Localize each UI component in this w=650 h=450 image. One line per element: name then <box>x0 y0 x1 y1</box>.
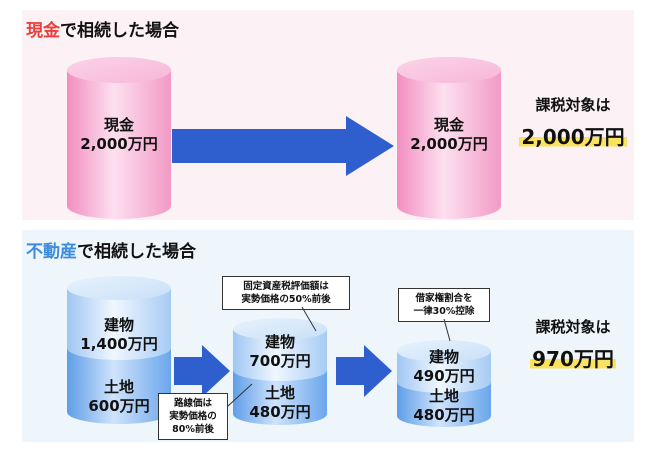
land-final-label: 土地 480万円 <box>396 387 492 425</box>
land-segment-valued <box>233 370 327 425</box>
cash-before-name: 現金 <box>103 116 134 134</box>
realestate-result-label: 課税対象は <box>535 318 611 336</box>
callout-lease-line-2: 一律30%控除 <box>413 306 475 317</box>
callout-lease-line-1: 借家権割合を <box>415 293 473 304</box>
callout-land-pointer <box>227 383 253 407</box>
land-original-label: 土地 600万円 <box>66 378 172 416</box>
building-valued-label: 建物 700万円 <box>232 333 328 371</box>
callout-land-line-2: 実勢価格の <box>169 411 217 422</box>
building-final-amount: 490万円 <box>413 367 475 385</box>
cash-after-amount: 2,000万円 <box>410 135 488 153</box>
cash-result-label: 課税対象は <box>535 96 611 114</box>
land-valued-amount: 480万円 <box>249 403 311 421</box>
land-original-name: 土地 <box>103 378 134 396</box>
cash-cylinder-before <box>67 57 171 219</box>
building-original-amount: 1,400万円 <box>80 335 158 353</box>
realestate-arrow-2 <box>336 345 392 397</box>
callout-building-assessment: 固定資産税評価額は 実勢価格の50%前後 <box>222 276 350 310</box>
cash-before-amount: 2,000万円 <box>80 135 158 153</box>
callout-land-line-3: 80%前後 <box>172 424 214 435</box>
cash-result-value: 2,000万円 <box>519 121 627 150</box>
callout-lease-deduction: 借家権割合を 一律30%控除 <box>398 288 490 322</box>
realestate-heading-rest: で相続した場合 <box>77 242 196 262</box>
realestate-stack-valued <box>233 318 327 425</box>
realestate-arrow-1 <box>174 345 230 397</box>
land-segment-original <box>67 348 171 424</box>
land-valued-name: 土地 <box>264 384 295 402</box>
building-original-name: 建物 <box>103 316 134 334</box>
land-final-amount: 480万円 <box>413 406 475 424</box>
cash-section-heading: 現金で相続した場合 <box>26 16 179 41</box>
building-valued-amount: 700万円 <box>249 352 311 370</box>
cash-after-name: 現金 <box>433 116 464 134</box>
land-final-name: 土地 <box>428 387 459 405</box>
cash-arrow <box>172 116 394 176</box>
realestate-stack-final <box>397 340 491 427</box>
cash-heading-highlight: 現金 <box>26 21 60 41</box>
building-final-label: 建物 490万円 <box>396 348 492 386</box>
callout-building-line-2: 実勢価格の50%前後 <box>241 294 331 305</box>
land-segment-final <box>397 382 491 427</box>
cash-cylinder-after <box>397 57 501 219</box>
realestate-result-value: 970万円 <box>530 343 616 372</box>
building-segment-final <box>397 351 491 393</box>
building-segment-valued <box>233 329 327 381</box>
cash-heading-rest: で相続した場合 <box>60 21 179 41</box>
callout-lease-pointer <box>443 318 451 342</box>
cash-cylinder-before-label: 現金 2,000万円 <box>66 116 172 154</box>
callout-building-line-1: 固定資産税評価額は <box>243 281 329 292</box>
building-segment-original <box>67 288 171 360</box>
realestate-stack-original <box>67 276 171 424</box>
building-original-label: 建物 1,400万円 <box>66 316 172 354</box>
callout-land-line-1: 路線価は <box>173 398 212 409</box>
building-valued-name: 建物 <box>264 333 295 351</box>
callout-building-pointer <box>301 306 317 332</box>
callout-land-route-price: 路線価は 実勢価格の 80%前後 <box>158 393 228 440</box>
land-valued-label: 土地 480万円 <box>232 384 328 422</box>
realestate-section-heading: 不動産で相続した場合 <box>26 237 196 262</box>
realestate-taxable-result: 課税対象は 970万円 <box>514 316 632 372</box>
realestate-heading-highlight: 不動産 <box>26 242 77 262</box>
land-original-amount: 600万円 <box>88 397 150 415</box>
cash-taxable-result: 課税対象は 2,000万円 <box>514 94 632 150</box>
building-final-name: 建物 <box>428 348 459 366</box>
cash-cylinder-after-label: 現金 2,000万円 <box>396 116 502 154</box>
